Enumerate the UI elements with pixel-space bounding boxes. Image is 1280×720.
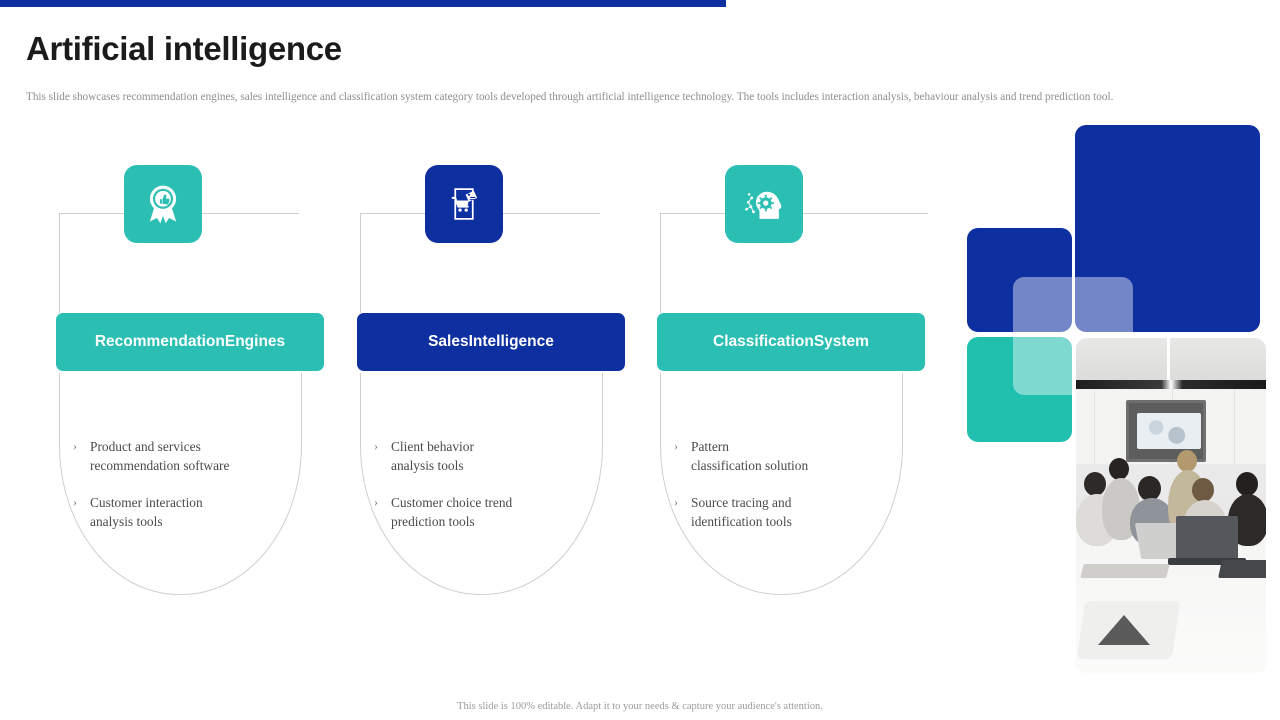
photo-triangle-object [1098,615,1150,645]
bullet-line2: identification tools [691,514,792,530]
top-accent-bar [0,0,726,7]
card-title-bar[interactable]: Recommendation Engines [56,313,324,371]
list-item: › Customer interaction analysis tools [73,493,308,531]
photo-ceiling-strip [1076,380,1266,389]
card-title-line2: System [813,332,869,350]
bullet-text: Customer choice trend prediction tools [391,493,512,531]
award-ribbon-thumbsup-icon [124,165,202,243]
photo-laptop-center [1176,516,1238,560]
card-bullet-list: › Client behavior analysis tools › Custo… [374,437,609,549]
card-sales-intelligence[interactable]: Sales Intelligence › Client behavior ana… [357,165,657,640]
card-classification-system[interactable]: Classification System › Pattern classifi… [657,165,957,640]
page-title: Artificial intelligence [26,30,342,67]
mobile-shopping-cart-tag-icon [425,165,503,243]
teal-block [967,337,1072,442]
list-item: › Product and services recommendation so… [73,437,308,475]
bullet-line1: Product and services [90,439,201,454]
photo-tablet-right [1218,560,1266,578]
bullet-line1: Client behavior [391,439,474,454]
bullet-text: Product and services recommendation soft… [90,437,229,475]
bullet-line2: classification solution [691,458,809,474]
list-item: › Pattern classification solution [674,437,909,475]
card-title-line2: Intelligence [468,332,554,350]
chevron-right-icon: › [674,439,678,453]
card-title-line1: Sales [428,332,469,350]
bullet-line1: Source tracing and [691,495,792,511]
bullet-line1: Customer interaction [90,495,203,511]
list-item: › Source tracing and identification tool… [674,493,909,531]
card-title-bar[interactable]: Classification System [657,313,925,371]
slide-footer-note: This slide is 100% editable. Adapt it to… [457,701,823,712]
chevron-right-icon: › [73,495,77,510]
decorative-block-group [955,125,1280,455]
card-bullet-list: › Product and services recommendation so… [73,437,308,549]
list-item: › Customer choice trend prediction tools [374,493,609,531]
team-meeting-photo [1076,338,1266,673]
bullet-text: Client behavior analysis tools [391,437,474,475]
card-bullet-list: › Pattern classification solution › Sour… [674,437,909,549]
chevron-right-icon: › [674,495,678,510]
card-title-bar[interactable]: Sales Intelligence [357,313,625,371]
photo-papers [1080,564,1170,578]
bullet-text: Pattern classification solution [691,437,808,475]
photo-ceiling [1076,338,1266,380]
bullet-line2: analysis tools [391,458,464,474]
chevron-right-icon: › [73,439,77,453]
card-title-line1: Classification [713,332,814,350]
card-title-line1: Recommendation [94,332,225,350]
photo-laptop-base [1168,558,1246,565]
bullet-text: Source tracing and identification tools [691,493,792,531]
large-blue-block [1075,125,1260,332]
head-gear-ai-icon [725,165,803,243]
list-item: › Client behavior analysis tools [374,437,609,475]
bullet-text: Customer interaction analysis tools [90,493,203,531]
photo-display-screen [1126,400,1206,462]
bullet-line2: analysis tools [90,514,163,530]
bullet-line2: recommendation software [90,458,230,474]
bullet-line1: Pattern [691,439,729,454]
chevron-right-icon: › [374,439,378,453]
card-recommendation-engines[interactable]: Recommendation Engines › Product and ser… [56,165,356,640]
small-blue-block [967,228,1072,332]
card-title-line2: Engines [224,332,286,350]
bullet-line2: prediction tools [391,514,475,530]
page-subtitle: This slide showcases recommendation engi… [26,91,1114,103]
chevron-right-icon: › [374,495,378,510]
bullet-line1: Customer choice trend [391,495,513,511]
